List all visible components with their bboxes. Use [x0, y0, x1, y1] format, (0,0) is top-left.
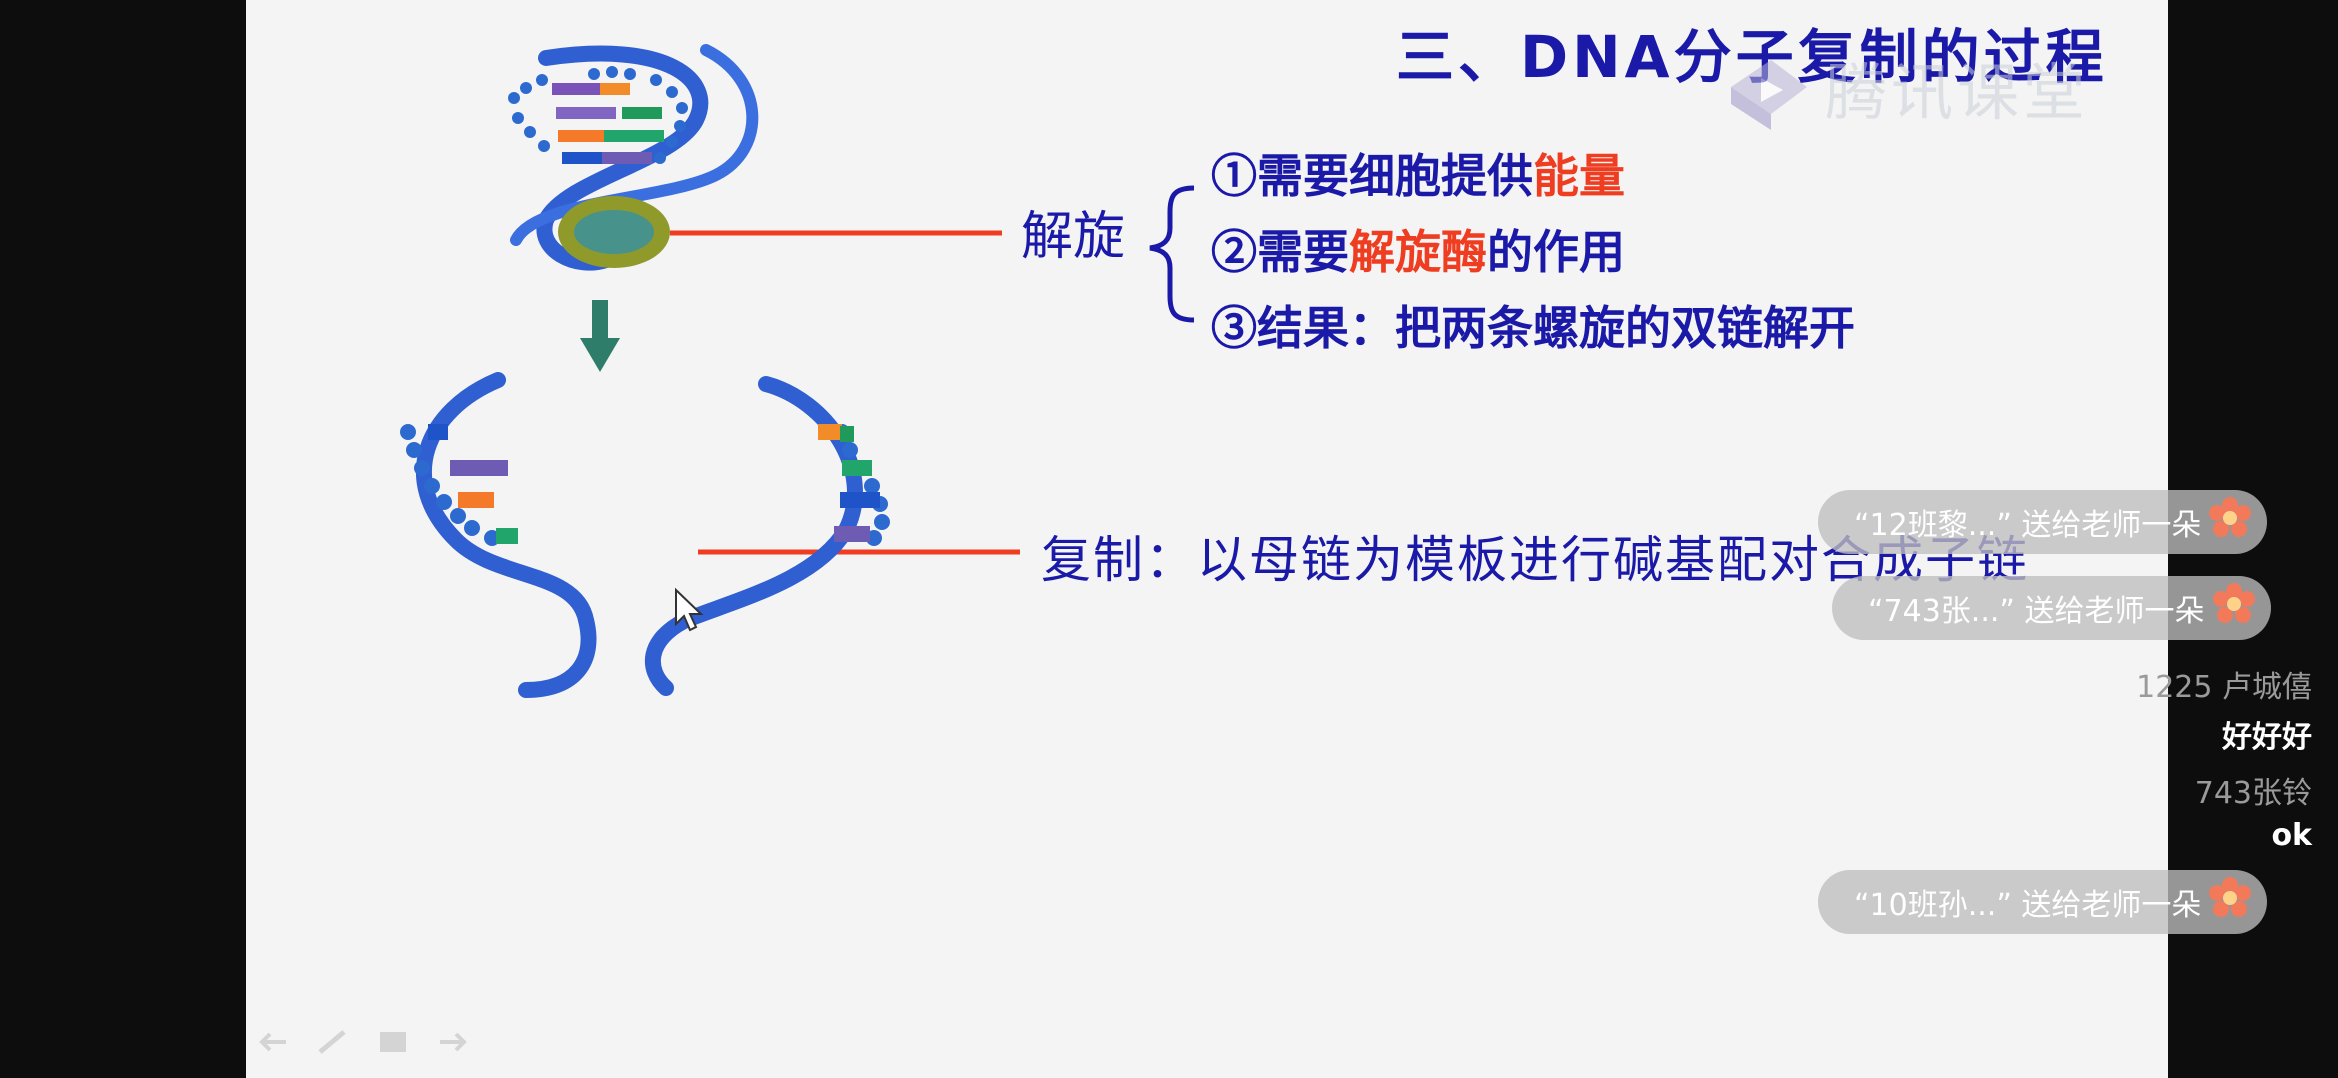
bullet-helicase: ②需要解旋酶的作用	[1211, 225, 1625, 279]
back-arrow-icon[interactable]	[256, 1028, 290, 1056]
flower-icon	[2207, 495, 2253, 549]
presentation-toolbar	[256, 1028, 470, 1056]
bullet-energy: ①需要细胞提供能量	[1211, 149, 1625, 203]
tencent-classroom-watermark: 腾讯课堂	[1721, 42, 2089, 132]
pen-icon[interactable]	[316, 1028, 350, 1056]
chat-username: 743张铃	[2194, 776, 2312, 811]
gift-text: “743张...” 送给老师一朵	[1868, 594, 2205, 629]
gift-notification[interactable]: “12班黎...” 送给老师一朵	[1818, 490, 2268, 554]
forward-arrow-icon[interactable]	[436, 1028, 470, 1056]
gift-text: “12班黎...” 送给老师一朵	[1854, 508, 2202, 543]
top-double-helix	[508, 44, 759, 271]
down-arrow-icon	[580, 300, 620, 372]
chat-message: 好好好	[2222, 720, 2312, 755]
bullet-result: ③结果：把两条螺旋的双链解开	[1211, 301, 1855, 355]
mouse-cursor-icon	[675, 587, 704, 632]
top-backbone-dots	[508, 66, 688, 164]
flower-icon	[2211, 581, 2257, 635]
chat-message: ok	[2271, 818, 2312, 853]
gift-text: “10班孙...” 送给老师一朵	[1854, 888, 2202, 923]
top-base-pairs	[552, 83, 664, 164]
left-single-strand	[400, 372, 597, 698]
watermark-text: 腾讯课堂	[1825, 56, 2090, 129]
gift-notification[interactable]: “10班孙...” 送给老师一朵	[1818, 870, 2268, 934]
unwind-label: 解旋	[1021, 207, 1126, 267]
right-single-strand	[645, 376, 890, 696]
tencent-classroom-logo-icon	[1731, 60, 1807, 130]
curly-brace	[1149, 185, 1195, 323]
flower-icon	[2207, 875, 2253, 929]
chat-username: 1225 卢城僖	[2136, 670, 2312, 705]
menu-icon[interactable]	[376, 1028, 410, 1056]
dna-illustration	[400, 44, 1195, 698]
gift-notification[interactable]: “743张...” 送给老师一朵	[1832, 576, 2271, 640]
